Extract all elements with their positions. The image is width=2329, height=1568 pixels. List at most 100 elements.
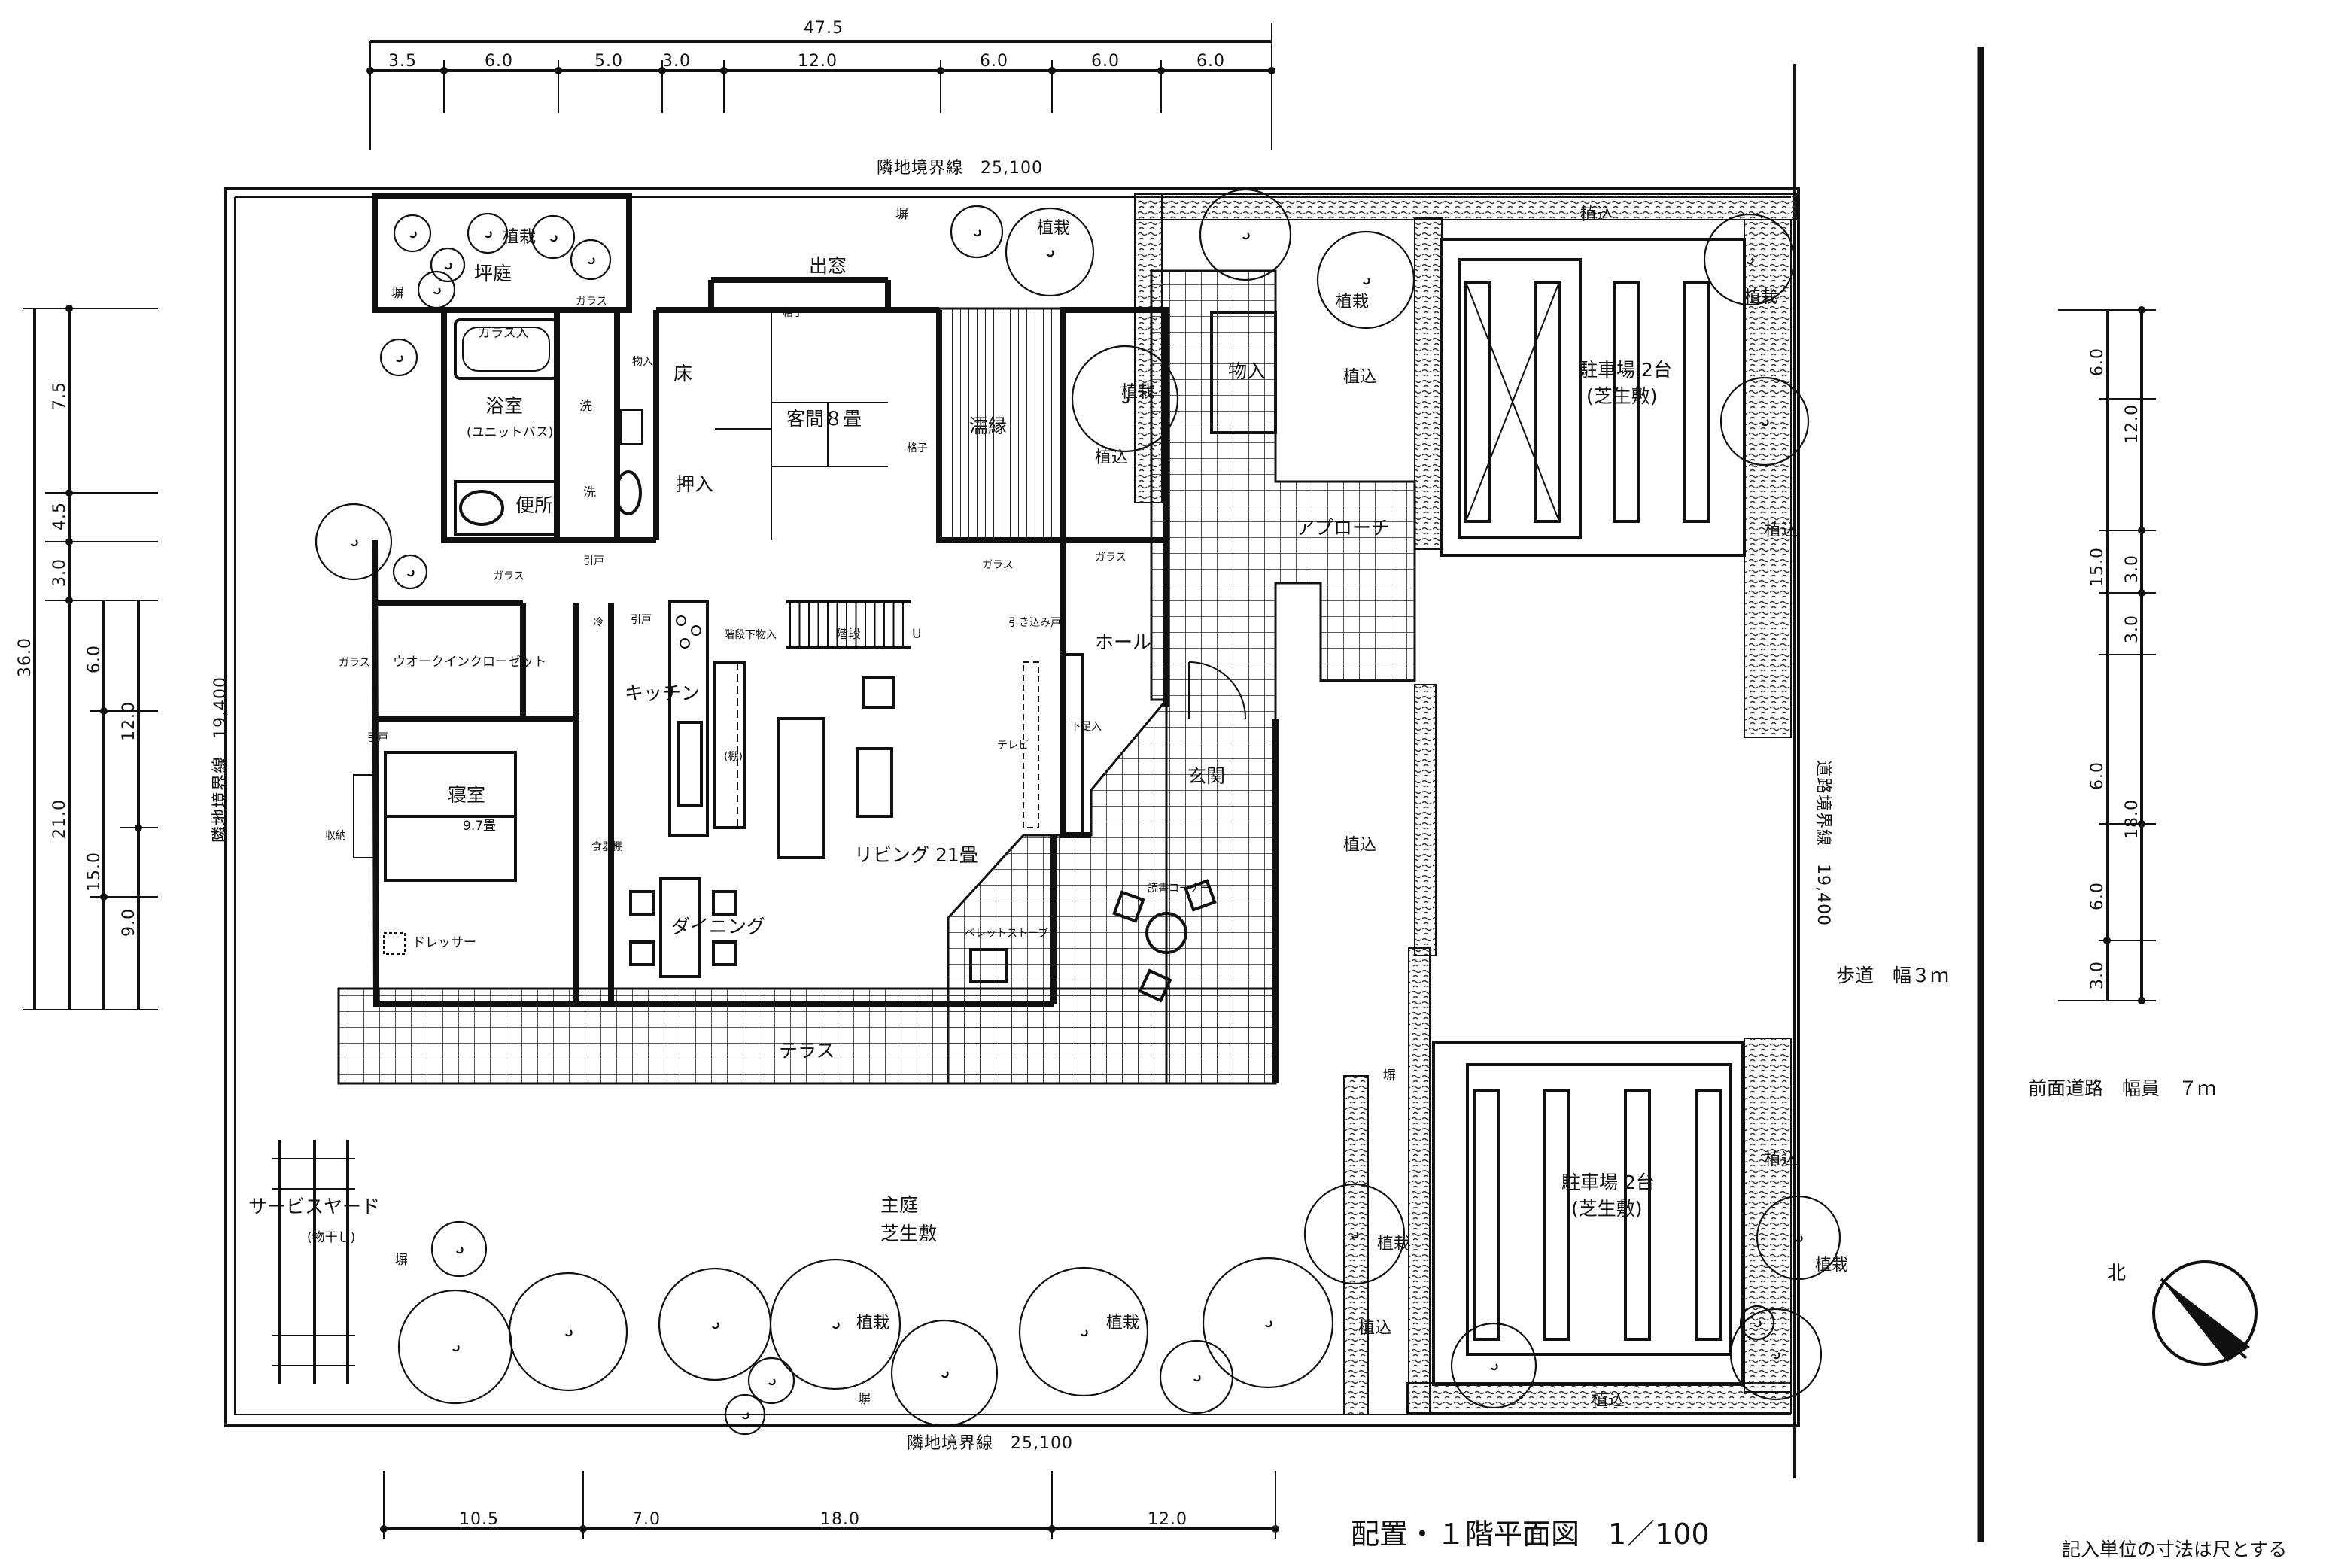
label-glass-3: ガラス — [339, 657, 370, 669]
dim-right-4: 3.0 — [2123, 615, 2142, 643]
tree-canopy-20 — [747, 1357, 795, 1405]
dim-left-outer-0: 7.5 — [50, 381, 69, 410]
dim-top-4: 12.0 — [798, 52, 838, 71]
tree-trunk-16 — [456, 1247, 464, 1254]
label-sliding-door-2: 引戸 — [631, 614, 652, 626]
tree-trunk-23 — [941, 1371, 949, 1378]
dim-left-outer-1: 4.5 — [50, 502, 69, 530]
tree-trunk-2 — [485, 231, 492, 239]
boundary-left: 隣地境界線 19,400 — [211, 676, 230, 843]
label-entrance: 玄関 — [1187, 765, 1225, 787]
top-dim-dot-0 — [366, 67, 374, 74]
tree-trunk-20 — [768, 1378, 776, 1386]
tree-trunk-27 — [1351, 1232, 1359, 1239]
tree-canopy-16 — [430, 1220, 488, 1278]
dim-top-5: 6.0 — [980, 52, 1008, 71]
tree-canopy-26 — [1202, 1257, 1334, 1389]
tree-canopy-2 — [467, 212, 509, 254]
tree-canopy-15 — [392, 554, 428, 590]
tree-canopy-30 — [1729, 1308, 1823, 1401]
tree-trunk-25 — [1193, 1375, 1201, 1382]
dim-right-3: 3.0 — [2123, 555, 2142, 583]
tree-canopy-8 — [1005, 207, 1095, 297]
north-label: 北 — [2107, 1262, 2126, 1284]
label-sidewalk: 歩道 幅３ｍ — [1836, 965, 1949, 986]
label-dresser: ドレッサー — [412, 935, 476, 950]
boundary-bottom: 隣地境界線 25,100 — [907, 1434, 1073, 1453]
label-bay-window: 出窓 — [809, 255, 847, 277]
tree-canopy-19 — [658, 1267, 772, 1381]
tree-trunk-30 — [1773, 1352, 1780, 1360]
tree-trunk-14 — [351, 539, 358, 547]
tree-canopy-29 — [1756, 1195, 1841, 1281]
tree-trunk-24 — [1081, 1329, 1088, 1337]
hedge-label-5: 植込 — [1765, 521, 1798, 540]
dim-bottom-2: 18.0 — [820, 1510, 860, 1529]
unit-note: 記入単位の寸法は尺とする — [2062, 1539, 2287, 1560]
label-bedroom: 寝室 — [448, 784, 485, 806]
label-parking2: 駐車場 2台 — [1561, 1171, 1655, 1193]
tree-canopy-24 — [1018, 1266, 1149, 1397]
dim-top-0: 3.5 — [388, 52, 417, 71]
tree-trunk-28 — [1491, 1363, 1498, 1371]
house-walls — [372, 193, 1279, 1083]
tree-canopy-12 — [1719, 376, 1810, 466]
label-sliding-door-3: 引戸 — [367, 732, 388, 744]
tree-trunk-31 — [1754, 1320, 1762, 1328]
dim-bottom-3: 12.0 — [1148, 1510, 1187, 1529]
label-storage: 物入 — [1228, 360, 1266, 382]
tree-trunk-12 — [1762, 419, 1769, 427]
boundary-top: 隣地境界線 25,100 — [877, 159, 1043, 178]
dim-right-6: 18.0 — [2123, 799, 2142, 839]
tree-canopy-14 — [315, 503, 393, 581]
label-oshiire: 押入 — [676, 473, 713, 495]
tree-label-4: 植栽 — [1336, 293, 1369, 311]
label-bedroom-size: 9.7畳 — [463, 819, 496, 834]
right-dimensions: 6.0 12.0 15.0 3.0 3.0 6.0 18.0 6.0 3.0 — [2058, 306, 2156, 1004]
dim-right-0: 6.0 — [2088, 348, 2107, 376]
dim-top-total: 47.5 — [804, 19, 844, 38]
tree-label-8: 植栽 — [1377, 1235, 1410, 1253]
label-parking1-sub: (芝生敷) — [1586, 385, 1658, 407]
label-front-road: 前面道路 幅員 ７ｍ — [2028, 1077, 2216, 1099]
tree-trunk-19 — [712, 1322, 719, 1329]
dim-top-6: 6.0 — [1091, 52, 1120, 71]
dim-left-total: 36.0 — [16, 637, 35, 677]
left-dimensions: 36.0 7.5 4.5 3.0 21.0 6.0 12.0 15.0 9.0 — [16, 305, 158, 1010]
top-dim-dot-7 — [1157, 67, 1165, 74]
dim-right-8: 3.0 — [2088, 961, 2107, 989]
trees — [315, 188, 1841, 1436]
dim-right-7: 6.0 — [2088, 882, 2107, 910]
dim-left-outer-2: 3.0 — [50, 558, 69, 587]
tree-label-3: 植栽 — [1121, 383, 1154, 402]
tree-trunk-6 — [396, 355, 403, 363]
label-living: リビング 21畳 — [854, 844, 978, 866]
dim-left-inner-2: 15.0 — [85, 852, 104, 892]
tree-label-1: 植栽 — [503, 228, 536, 247]
label-stair-storage: 階段下物入 — [724, 629, 777, 641]
label-lattice-2: 格子 — [907, 442, 928, 454]
hedge-label-6: 植込 — [1765, 1150, 1798, 1169]
top-dim-dot-3 — [658, 67, 666, 74]
tree-canopy-31 — [1739, 1305, 1775, 1341]
dim-right-2: 15.0 — [2088, 547, 2107, 587]
tree-label-2: 植栽 — [1037, 219, 1070, 238]
label-shoe-box: 下足入 — [1070, 721, 1102, 733]
tree-trunk-22 — [832, 1322, 840, 1329]
dim-left-inner-1: 12.0 — [120, 701, 138, 741]
tree-label-9: 植栽 — [1815, 1256, 1848, 1275]
top-dim-dot-5 — [937, 67, 944, 74]
label-hidden-closet: 物入 — [632, 356, 653, 368]
label-lattice-1: 格子 — [783, 307, 804, 319]
plant-labels: 植栽 植栽 植栽 植栽 植栽 植栽 植栽 植栽 植栽 植込 植込 植込 植込 植… — [503, 205, 1848, 1410]
label-shelf: (棚) — [724, 751, 743, 763]
bottom-dimensions: 10.5 7.0 18.0 12.0 — [380, 1471, 1279, 1539]
label-stairs: 階段 — [835, 627, 861, 642]
detail-labels: ガラス ガラス ガラス ガラス ガラス 引戸 引戸 引戸 引き込み戸 格子 格子… — [325, 207, 1396, 1407]
label-tv: テレビ — [997, 740, 1029, 752]
label-toilet: 便所 — [515, 494, 553, 516]
dim-top-7: 6.0 — [1196, 52, 1225, 71]
label-glass-4: ガラス — [982, 559, 1014, 571]
label-bath-sub: (ユニットバス) — [467, 425, 553, 440]
label-fence-1: 塀 — [391, 286, 404, 301]
